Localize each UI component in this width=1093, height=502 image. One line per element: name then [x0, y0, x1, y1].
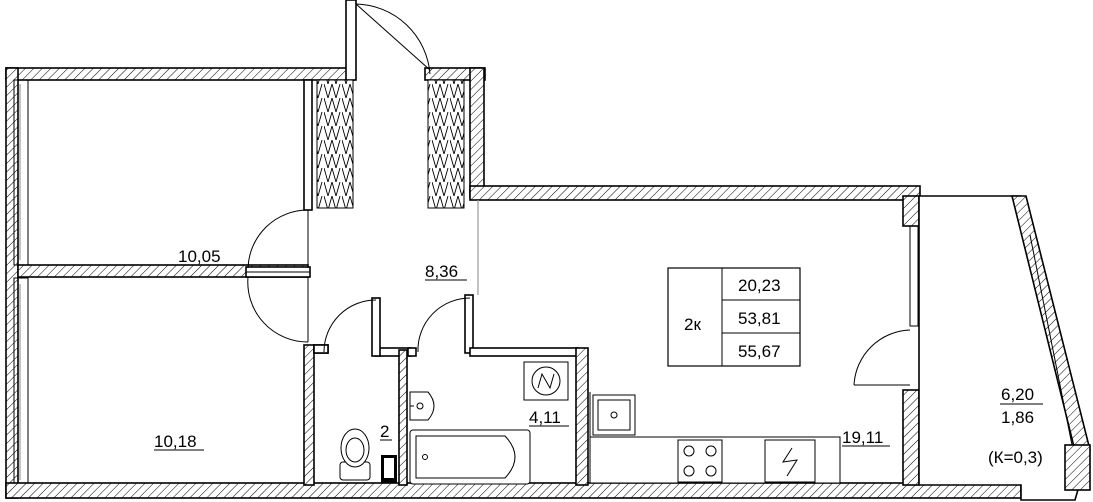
wardrobe-right	[427, 79, 465, 209]
apartment-info-box	[667, 267, 801, 367]
room-area-living-kitchen: 19,11	[842, 428, 883, 447]
bedroom1-hall-wall	[303, 79, 313, 211]
room-area-hallway: 8,36	[425, 262, 458, 281]
balcony-corner	[1064, 444, 1091, 491]
bedroom2-door	[247, 276, 309, 343]
balcony-door-frame	[909, 225, 919, 327]
living-area: 20,23	[738, 276, 781, 295]
hall-right-wall	[469, 67, 485, 199]
left-wall	[5, 67, 19, 499]
room-area-bedroom-2: 10,18	[154, 432, 197, 451]
bath-sink	[409, 391, 435, 421]
balcony-door	[853, 329, 911, 386]
bath-kitchen-wall	[575, 347, 589, 486]
bedroom2-toilet-wall	[303, 344, 315, 486]
fridge	[764, 439, 816, 483]
bath-top-wall	[469, 347, 579, 357]
top-wall-living	[469, 185, 921, 201]
balcony-reduced-area: 1,86	[1001, 408, 1034, 427]
apartment-type: 2к	[684, 315, 701, 334]
bottom-wall	[5, 482, 1022, 499]
toilet-top-wall-left	[313, 344, 329, 354]
toilet-door	[323, 299, 377, 353]
balcony-wall-lower	[902, 389, 920, 486]
room-area-bedroom-1: 10,05	[178, 247, 221, 266]
wardrobe-left	[316, 79, 354, 209]
room-area-bathroom: 4,11	[529, 408, 561, 427]
stove	[677, 439, 723, 483]
bath-door	[417, 297, 471, 353]
room-area-toilet: 2	[380, 422, 389, 441]
toilet-bath-wall	[398, 349, 408, 486]
balcony-area: 6,20	[1001, 385, 1034, 404]
total-area: 53,81	[738, 309, 781, 328]
entrance-left-jamb	[345, 0, 357, 81]
balcony-coefficient: (К=0,3)	[988, 448, 1043, 467]
bedroom1-door	[247, 209, 309, 269]
top-wall-left	[5, 67, 355, 81]
total-with-balcony: 55,67	[738, 342, 781, 361]
balcony-wall-upper	[902, 195, 920, 227]
